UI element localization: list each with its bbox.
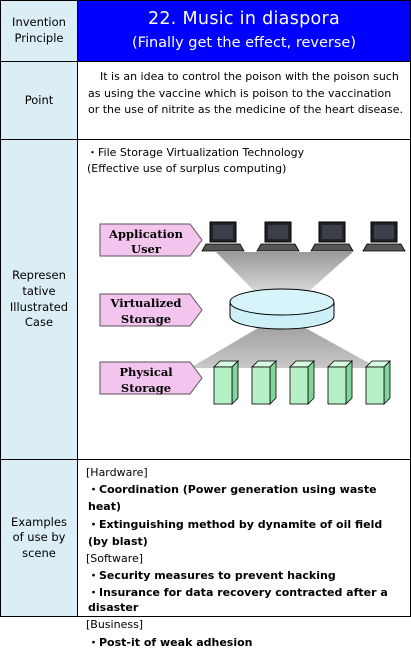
storage-virtualization-diagram: Application User Virtualized Storage Phy…: [99, 221, 406, 405]
upper-cone-shape: [216, 252, 353, 292]
application-user-label-line1: Application: [108, 227, 184, 241]
business-heading: [Business]: [86, 618, 144, 632]
virtualized-storage-label-line2: Storage: [121, 312, 171, 326]
software-heading: [Software]: [86, 552, 144, 566]
application-user-label-arrow: Application User: [99, 223, 203, 257]
examples-label-line: scene: [22, 545, 56, 560]
illustrated-case-label-line: tative: [22, 283, 56, 298]
examples-list: [Hardware] ・Coordination (Power generati…: [86, 464, 406, 651]
invention-principle-label: Invention Principle: [1, 1, 78, 61]
list-item: ・Post-it of weak adhesion: [88, 635, 253, 649]
principle-subtitle: (Finally get the effect, reverse): [132, 35, 356, 51]
point-label: Point: [1, 62, 78, 139]
title-cell: 22. Music in diaspora (Finally get the e…: [78, 1, 410, 61]
illustrated-case-cell: ・File Storage Virtualization Technology …: [78, 140, 410, 459]
laptop-icon: [256, 221, 300, 252]
illustrated-case-label-line: Represen: [12, 268, 66, 283]
server-icon: [365, 360, 391, 405]
server-icon: [251, 360, 277, 405]
hardware-heading: [Hardware]: [86, 466, 148, 479]
laptop-icon: [362, 221, 406, 252]
examples-label: Examples of use by scene: [1, 460, 78, 616]
virtualized-storage-label-line1: Virtualized: [110, 296, 182, 310]
laptop-icon: [310, 221, 354, 252]
laptop-icon: [201, 221, 245, 252]
case-line-effect: (Effective use of surplus computing): [87, 162, 287, 175]
list-item: ・Insurance for data recovery contracted …: [88, 586, 388, 615]
examples-label-line: Examples: [11, 514, 67, 529]
illustrated-case-label: Represen tative Illustrated Case: [1, 140, 78, 459]
list-item: ・Security measures to prevent hacking: [88, 569, 336, 583]
examples-row: Examples of use by scene [Hardware] ・Coo…: [1, 460, 410, 649]
server-icon: [327, 360, 353, 405]
lower-cone-shape: [190, 325, 378, 368]
physical-storage-label-arrow: Physical Storage: [99, 361, 203, 395]
server-icon: [213, 360, 239, 405]
title-row: Invention Principle 22. Music in diaspor…: [1, 1, 410, 62]
illustrated-case-label-line: Case: [24, 315, 54, 330]
case-description: ・File Storage Virtualization Technology …: [87, 145, 304, 177]
illustrated-case-row: Represen tative Illustrated Case ・File S…: [1, 140, 410, 460]
application-user-label-line2: User: [131, 242, 162, 256]
physical-storage-label-line2: Storage: [121, 381, 171, 395]
point-text: It is an idea to control the poison with…: [88, 70, 403, 116]
point-cell: It is an idea to control the poison with…: [78, 62, 410, 139]
invention-principle-label-text: Invention Principle: [12, 15, 66, 45]
case-line-technology: ・File Storage Virtualization Technology: [87, 146, 305, 159]
examples-label-line: of use by: [12, 530, 66, 545]
list-item: ・Extinguishing method by dynamite of oil…: [88, 517, 383, 548]
illustrated-case-label-line: Illustrated: [9, 299, 69, 314]
point-row: Point It is an idea to control the poiso…: [1, 62, 410, 140]
physical-storage-label-line1: Physical: [119, 365, 173, 379]
server-icon: [289, 360, 315, 405]
virtualized-storage-label-arrow: Virtualized Storage: [99, 293, 203, 327]
list-item: ・Coordination (Power generation using wa…: [88, 483, 377, 514]
principle-title: 22. Music in diaspora: [147, 9, 341, 29]
point-label-text: Point: [24, 92, 54, 107]
storage-cylinder-icon: [229, 288, 335, 330]
examples-cell: [Hardware] ・Coordination (Power generati…: [78, 460, 410, 649]
